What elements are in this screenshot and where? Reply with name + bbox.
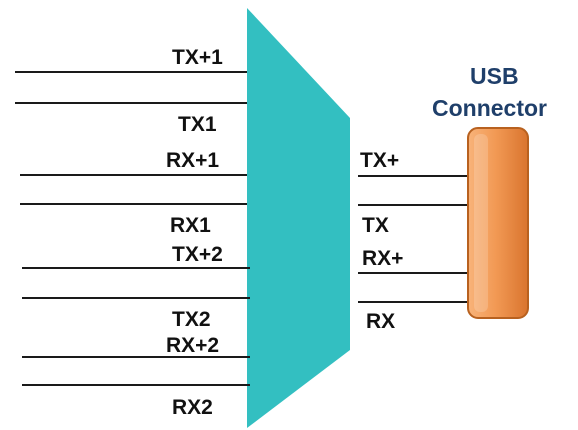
multiplexer-block: [247, 8, 350, 428]
label-rx-plus-1: RX+1: [166, 149, 219, 172]
left-labels: TX+1 TX1 RX+1 RX1 TX+2 TX2 RX+2 RX2: [166, 46, 223, 419]
label-usb-rx: RX: [366, 310, 395, 333]
label-rx1: RX1: [170, 214, 211, 237]
usb-title-line1: USB: [470, 63, 519, 89]
label-tx-plus-1: TX+1: [172, 46, 223, 69]
usb-connector-block: [467, 127, 529, 319]
label-tx1: TX1: [178, 113, 217, 136]
label-rx-plus-2: RX+2: [166, 334, 219, 357]
right-signal-lines: [358, 175, 468, 303]
left-signal-lines: [15, 71, 250, 386]
right-labels: TX+ TX RX+ RX: [360, 149, 403, 333]
label-usb-tx-plus: TX+: [360, 149, 399, 172]
label-tx-plus-2: TX+2: [172, 243, 223, 266]
usb-title-line2: Connector: [432, 95, 547, 121]
label-tx2: TX2: [172, 308, 211, 331]
label-usb-tx: TX: [362, 214, 389, 237]
usb-connector-highlight: [474, 134, 488, 312]
label-rx2: RX2: [172, 396, 213, 419]
label-usb-rx-plus: RX+: [362, 247, 403, 270]
